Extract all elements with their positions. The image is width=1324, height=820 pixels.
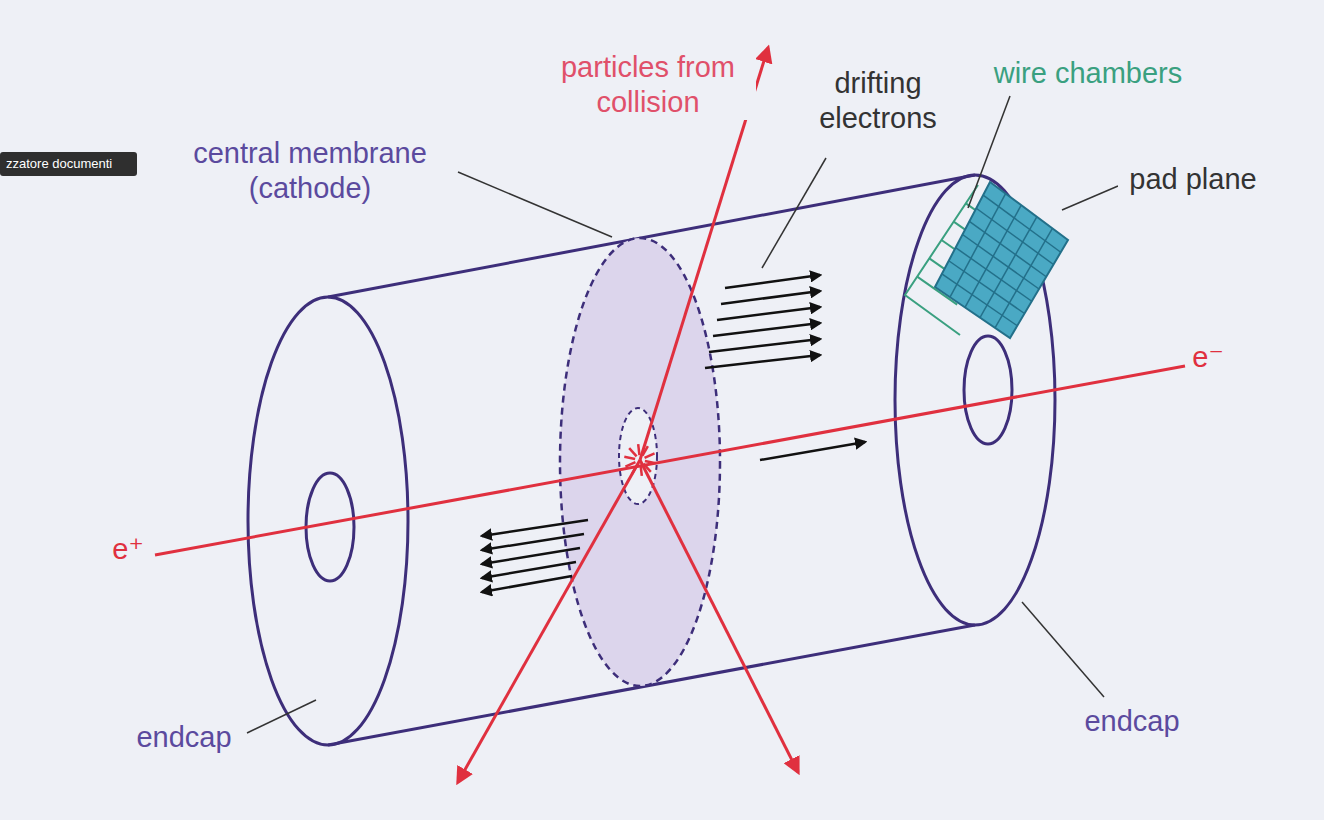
pad-column: [983, 195, 1061, 252]
drift-arrows: [482, 275, 865, 592]
drift-arrow: [482, 534, 584, 550]
burst-ray: [625, 462, 635, 467]
burst-ray: [645, 461, 656, 463]
leader-line: [968, 96, 1010, 208]
drift-arrow: [709, 339, 820, 352]
callout-label: central membrane (cathode): [179, 136, 441, 206]
tpc-cylinder: [248, 175, 1055, 745]
particle-tracks: [458, 48, 798, 782]
leader-line: [1022, 602, 1104, 697]
burst-ray: [624, 457, 635, 459]
drift-arrow: [721, 291, 820, 304]
drift-arrow: [713, 323, 820, 336]
pad-column: [956, 248, 1032, 302]
leader-line: [458, 172, 612, 237]
particle-track: [640, 460, 798, 772]
leader-line: [1062, 186, 1118, 210]
drift-arrow: [482, 548, 580, 564]
window-tooltip: zzatore documenti: [0, 152, 137, 176]
burst-ray: [642, 446, 647, 456]
pad-column: [963, 235, 1040, 290]
leader-line: [247, 700, 316, 733]
beam-hole-right: [964, 336, 1012, 444]
pad-column: [942, 274, 1017, 326]
drift-arrow: [725, 275, 820, 288]
callout-label: endcap: [1072, 704, 1192, 739]
drift-arrow: [705, 355, 820, 368]
burst-ray: [643, 464, 650, 472]
callout-label: endcap: [124, 720, 244, 755]
pad-column: [969, 221, 1046, 276]
collision-burst: [624, 444, 655, 476]
pad-column: [976, 208, 1053, 264]
leader-line: [762, 158, 826, 268]
callout-label: particles from collision: [541, 50, 756, 120]
burst-ray: [638, 444, 639, 455]
beam-line: [155, 366, 1185, 555]
pad-plane: [935, 182, 1068, 338]
drift-arrow: [760, 442, 865, 460]
burst-ray: [641, 465, 642, 476]
callout-label: wire chambers: [978, 56, 1198, 91]
burst-ray: [645, 453, 655, 458]
beam-label: e⁺: [106, 532, 150, 567]
burst-ray: [629, 448, 636, 456]
callout-label: drifting electrons: [798, 66, 958, 136]
particle-track: [458, 460, 640, 782]
endcap-left: [248, 297, 408, 745]
drift-arrow: [482, 562, 576, 578]
drift-arrow: [482, 576, 572, 592]
callout-label: pad plane: [1118, 162, 1268, 197]
burst-ray: [632, 464, 637, 474]
beam-label: e⁻: [1186, 340, 1230, 375]
drift-arrow: [717, 307, 820, 320]
drift-arrow: [482, 520, 588, 536]
